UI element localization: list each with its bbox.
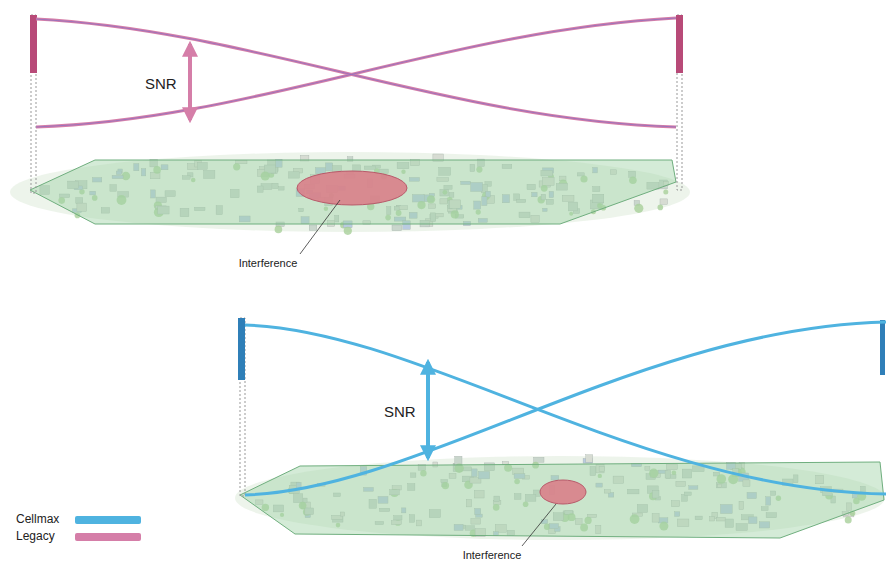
city-ground (10, 152, 690, 254)
legend-text: Legacy (16, 529, 55, 543)
interference-label: Interference (463, 549, 522, 561)
snr-label: SNR (384, 403, 416, 420)
signal-curve (36, 18, 676, 127)
snr-label: SNR (145, 75, 177, 92)
interference-label: Interference (239, 257, 298, 269)
signal-curve (245, 322, 886, 495)
city-ground (235, 455, 885, 546)
legend-swatch (75, 516, 141, 524)
cell-tower (30, 15, 683, 193)
legend-swatch (75, 533, 141, 541)
legend-text: Cellmax (16, 512, 59, 526)
cell-tower (238, 318, 885, 496)
